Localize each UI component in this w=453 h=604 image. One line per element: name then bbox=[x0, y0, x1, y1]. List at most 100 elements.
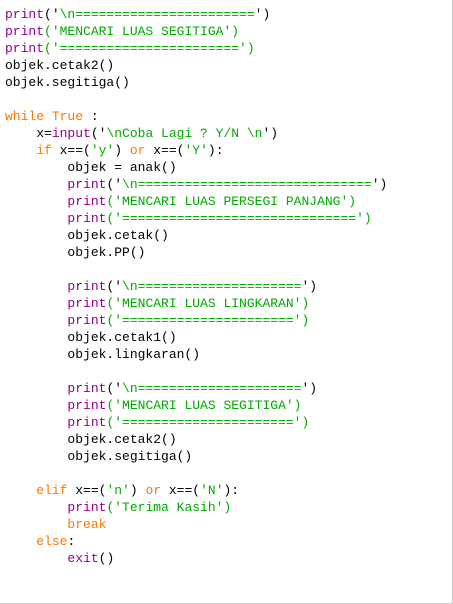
code-token: ) bbox=[129, 483, 146, 498]
code-token: (' bbox=[106, 177, 123, 192]
code-line[interactable]: objek = anak() bbox=[5, 159, 387, 176]
code-line[interactable]: exit() bbox=[5, 550, 387, 567]
code-line[interactable]: print('======================') bbox=[5, 414, 387, 431]
code-token: x==( bbox=[67, 483, 107, 498]
code-token: else bbox=[36, 534, 68, 549]
code-token: print bbox=[67, 381, 107, 396]
code-line[interactable]: print('\n=====================') bbox=[5, 278, 387, 295]
code-line[interactable]: print('======================') bbox=[5, 312, 387, 329]
code-token: x==( bbox=[145, 143, 185, 158]
code-token bbox=[5, 279, 67, 294]
code-line[interactable]: print('MENCARI LUAS LINGKARAN') bbox=[5, 295, 387, 312]
code-token: ): bbox=[223, 483, 240, 498]
code-line[interactable]: ​ bbox=[5, 465, 387, 482]
code-token: : bbox=[67, 534, 76, 549]
code-line[interactable]: objek.segitiga() bbox=[5, 448, 387, 465]
code-token bbox=[5, 313, 67, 328]
code-token: print bbox=[67, 177, 107, 192]
code-token: objek = anak() bbox=[5, 160, 177, 175]
code-token bbox=[5, 483, 36, 498]
code-line[interactable]: print('MENCARI LUAS SEGITIGA') bbox=[5, 397, 387, 414]
code-token bbox=[5, 381, 67, 396]
code-line[interactable]: print('MENCARI LUAS SEGITIGA') bbox=[5, 23, 387, 40]
code-token bbox=[5, 296, 67, 311]
code-line[interactable]: print('\n=======================') bbox=[5, 6, 387, 23]
code-line[interactable]: objek.cetak2() bbox=[5, 431, 387, 448]
code-area[interactable]: print('\n=======================')print(… bbox=[5, 6, 387, 567]
code-line[interactable]: objek.cetak() bbox=[5, 227, 387, 244]
code-token: ('MENCARI LUAS LINGKARAN') bbox=[106, 296, 310, 311]
code-token: print bbox=[67, 398, 107, 413]
code-token: print bbox=[5, 24, 45, 39]
code-token: 'N' bbox=[200, 483, 224, 498]
code-token: 'n' bbox=[106, 483, 130, 498]
code-line[interactable]: print('MENCARI LUAS PERSEGI PANJANG') bbox=[5, 193, 387, 210]
code-line[interactable]: print('\n=============================='… bbox=[5, 176, 387, 193]
code-token: objek.PP() bbox=[5, 245, 146, 260]
code-token: ') bbox=[371, 177, 388, 192]
code-token bbox=[5, 517, 67, 532]
code-token bbox=[5, 143, 36, 158]
code-token: \n===================== bbox=[122, 279, 302, 294]
code-token: print bbox=[67, 211, 107, 226]
code-token: x==( bbox=[161, 483, 201, 498]
code-token: \nCoba Lagi ? Y/N \n bbox=[106, 126, 263, 141]
code-token bbox=[5, 211, 67, 226]
code-token: True bbox=[51, 109, 84, 124]
code-token: if bbox=[36, 143, 52, 158]
code-token: 'Y' bbox=[184, 143, 208, 158]
code-token: print bbox=[5, 7, 45, 22]
code-token: or bbox=[145, 483, 162, 498]
code-token: ('MENCARI LUAS PERSEGI PANJANG') bbox=[106, 194, 357, 209]
code-token: ) bbox=[114, 143, 130, 158]
code-line[interactable]: objek.PP() bbox=[5, 244, 387, 261]
code-line[interactable]: print('==============================') bbox=[5, 210, 387, 227]
code-token: 'y' bbox=[90, 143, 115, 158]
code-token bbox=[44, 109, 52, 124]
code-line[interactable]: objek.lingkaran() bbox=[5, 346, 387, 363]
code-token: print bbox=[67, 279, 107, 294]
code-token bbox=[5, 194, 67, 209]
code-token: x==( bbox=[51, 143, 91, 158]
code-line[interactable]: x=input('\nCoba Lagi ? Y/N \n') bbox=[5, 125, 387, 142]
code-token: objek.segitiga() bbox=[5, 449, 193, 464]
code-token: ('=======================') bbox=[44, 41, 255, 56]
code-line[interactable]: ​ bbox=[5, 261, 387, 278]
code-token bbox=[5, 398, 67, 413]
code-line[interactable]: else: bbox=[5, 533, 387, 550]
code-line[interactable]: objek.segitiga() bbox=[5, 74, 387, 91]
code-token: ): bbox=[207, 143, 224, 158]
code-token: x= bbox=[5, 126, 52, 141]
code-token: print bbox=[67, 313, 107, 328]
code-line[interactable]: objek.cetak1() bbox=[5, 329, 387, 346]
code-line[interactable]: print('=======================') bbox=[5, 40, 387, 57]
code-token: objek.lingkaran() bbox=[5, 347, 201, 362]
code-line[interactable]: objek.cetak2() bbox=[5, 57, 387, 74]
code-token: (' bbox=[106, 279, 123, 294]
code-token: ('======================') bbox=[106, 313, 310, 328]
code-line[interactable]: print('Terima Kasih') bbox=[5, 499, 387, 516]
code-token: print bbox=[5, 41, 45, 56]
code-token: objek.cetak2() bbox=[5, 58, 115, 73]
code-line[interactable]: if x==('y') or x==('Y'): bbox=[5, 142, 387, 159]
code-token: ('======================') bbox=[106, 415, 310, 430]
code-token: objek.cetak2() bbox=[5, 432, 177, 447]
code-token: objek.cetak() bbox=[5, 228, 169, 243]
code-token: ('Terima Kasih') bbox=[106, 500, 232, 515]
code-token: ') bbox=[301, 381, 318, 396]
code-token: or bbox=[129, 143, 146, 158]
code-token: elif bbox=[36, 483, 68, 498]
code-token bbox=[5, 534, 36, 549]
code-token bbox=[5, 551, 67, 566]
code-token: input bbox=[51, 126, 91, 141]
code-line[interactable]: print('\n=====================') bbox=[5, 380, 387, 397]
code-token: while bbox=[5, 109, 45, 124]
code-line[interactable]: while True : bbox=[5, 108, 387, 125]
code-line[interactable]: break bbox=[5, 516, 387, 533]
code-token: print bbox=[67, 500, 107, 515]
code-token: objek.segitiga() bbox=[5, 75, 130, 90]
code-line[interactable]: ​ bbox=[5, 363, 387, 380]
code-line[interactable]: elif x==('n') or x==('N'): bbox=[5, 482, 387, 499]
code-line[interactable]: ​ bbox=[5, 91, 387, 108]
